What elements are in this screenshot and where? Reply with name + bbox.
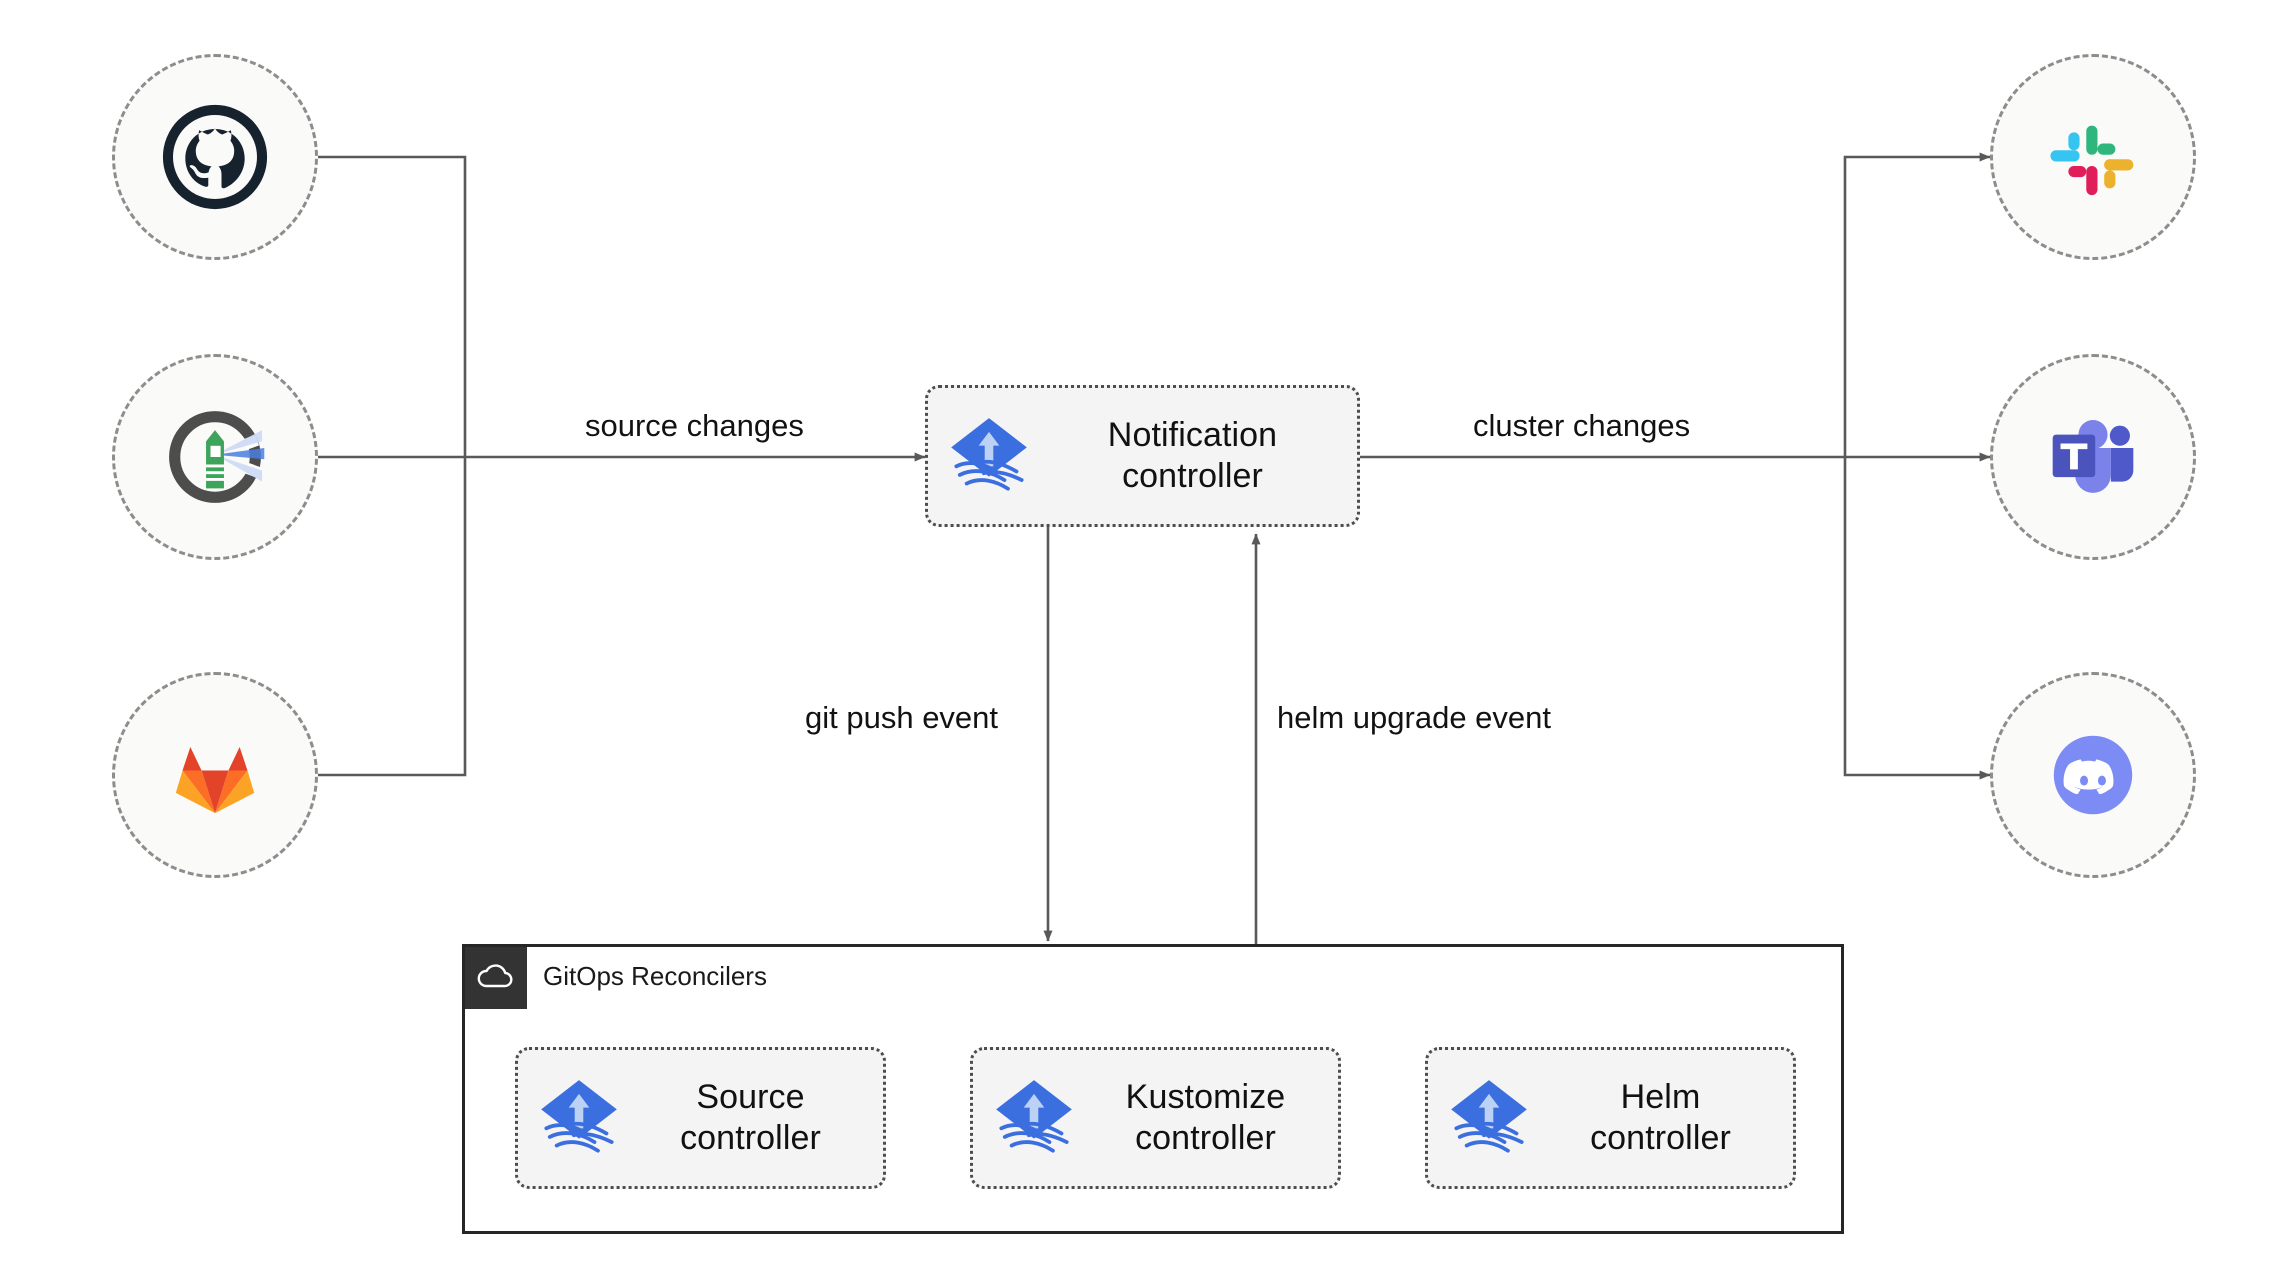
cloud-icon <box>465 947 527 1009</box>
microsoft-teams-icon <box>2052 420 2134 493</box>
notification-controller-node[interactable]: Notification controller <box>925 385 1360 527</box>
flux-icon <box>1451 1080 1527 1153</box>
gitops-reconcilers-container: GitOps Reconcilers Source controller <box>462 944 1844 1234</box>
kustomize-controller-label: Kustomize controller <box>1125 1077 1286 1157</box>
gitops-container-title: GitOps Reconcilers <box>543 961 767 991</box>
source-node-lighthouse[interactable] <box>112 354 318 560</box>
edge-bus-to-slack <box>1843 152 1991 457</box>
edge-label-helm-upgrade-event: helm upgrade event <box>1277 700 1552 735</box>
flux-icon <box>951 418 1027 491</box>
edge-label-cluster-changes: cluster changes <box>1473 408 1691 443</box>
gitlab-icon <box>175 747 255 814</box>
source-controller-label: Source controller <box>680 1077 821 1157</box>
helm-controller-label: Helm controller <box>1590 1077 1731 1157</box>
edge-gitlab-to-bus <box>318 457 467 777</box>
edge-bus-to-discord <box>1843 457 1991 780</box>
kustomize-controller-node[interactable]: Kustomize controller <box>970 1047 1341 1189</box>
flux-icon <box>541 1080 617 1153</box>
source-controller-node[interactable]: Source controller <box>515 1047 886 1189</box>
edge-label-source-changes: source changes <box>585 408 804 443</box>
target-node-slack[interactable] <box>1990 54 2196 260</box>
edge-github-to-bus <box>318 155 467 457</box>
edge-label-git-push-event: git push event <box>805 700 999 735</box>
slack-icon <box>2050 125 2134 196</box>
target-node-teams[interactable] <box>1990 354 2196 560</box>
lighthouse-icon <box>169 411 265 503</box>
notification-controller-label: Notification controller <box>1107 415 1278 495</box>
flux-icon <box>996 1080 1072 1153</box>
target-node-discord[interactable] <box>1990 672 2196 878</box>
source-node-github[interactable] <box>112 54 318 260</box>
github-icon <box>162 104 268 210</box>
discord-icon <box>2053 735 2133 815</box>
source-node-gitlab[interactable] <box>112 672 318 878</box>
helm-controller-node[interactable]: Helm controller <box>1425 1047 1796 1189</box>
